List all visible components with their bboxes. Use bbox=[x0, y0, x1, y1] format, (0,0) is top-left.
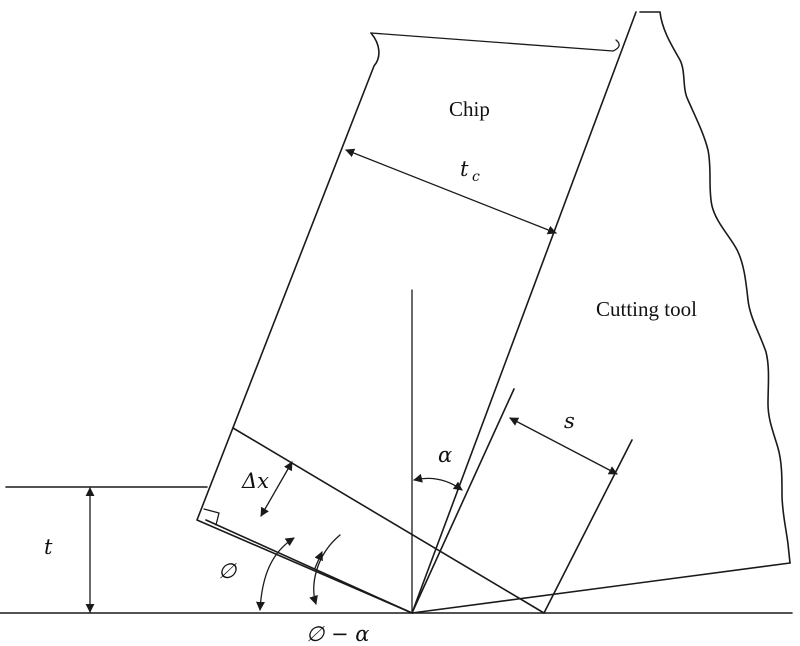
shear-plane-upper bbox=[232, 427, 545, 614]
shear-spacing-label: s bbox=[564, 409, 575, 433]
shear-spacing-line bbox=[543, 439, 633, 614]
rake-angle-arc bbox=[413, 473, 463, 491]
shear-angle-arc bbox=[255, 537, 295, 611]
rake-angle-label: α bbox=[438, 443, 452, 467]
chip-thickness-label: t bbox=[460, 157, 469, 181]
shear-zone-width-label: Δx bbox=[241, 469, 269, 493]
shear-plane-lower bbox=[205, 519, 413, 614]
tool-rake-face bbox=[411, 388, 515, 614]
cutting-tool-label: Cutting tool bbox=[596, 297, 697, 321]
chip-top-edge bbox=[370, 32, 620, 52]
shear-minus-rake-arc bbox=[309, 534, 341, 605]
shear-zone-width-arrow bbox=[260, 461, 293, 517]
tool-back-profile bbox=[639, 11, 791, 564]
chip-outline bbox=[196, 11, 637, 614]
uncut-thickness-label: t bbox=[44, 535, 53, 559]
shear-angle-label: ∅ bbox=[218, 559, 238, 583]
tool-clearance-face bbox=[411, 562, 791, 614]
right-angle-mark bbox=[203, 508, 220, 526]
chip-thickness-subscript: c bbox=[472, 169, 480, 185]
shear-minus-rake-label: ∅ − α bbox=[306, 622, 369, 646]
shear-spacing-arrow bbox=[509, 417, 618, 475]
shear-minus-rake-arc-tick bbox=[314, 551, 323, 569]
chip-label: Chip bbox=[449, 97, 490, 121]
chip-thickness-arrow bbox=[345, 148, 557, 235]
